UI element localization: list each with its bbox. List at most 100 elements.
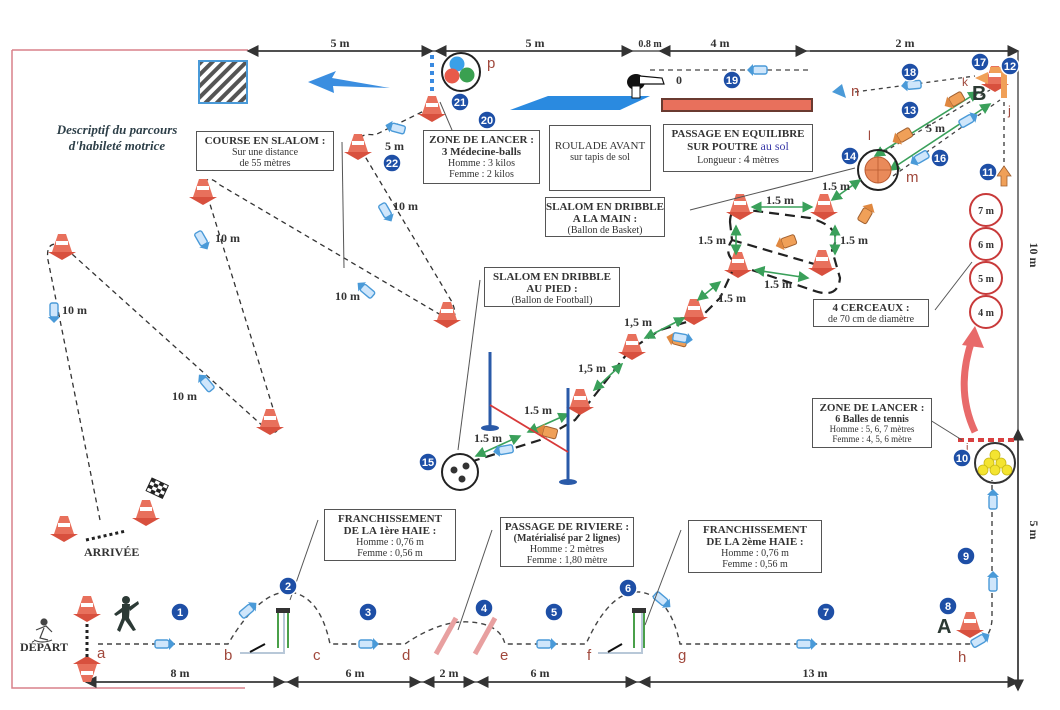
- callout-line: [689, 167, 856, 211]
- step-number: 13: [904, 105, 916, 117]
- finish-line: [85, 529, 127, 542]
- dim-top-4: 4 m: [711, 36, 730, 50]
- step-number: 22: [386, 158, 398, 170]
- box-haie-2: FRANCHISSEMENT DE LA 2ème HAIE : Homme :…: [688, 520, 822, 573]
- measure-arrow: [526, 412, 570, 434]
- hurdle-1-icon: [240, 608, 290, 654]
- cone-icon: [956, 612, 984, 638]
- direction-arrow-icon: [996, 165, 1012, 187]
- diagram-title: Descriptif du parcours d'habileté motric…: [22, 122, 212, 153]
- box-zone-lancer-medecine: ZONE DE LANCER : 3 Médecine-balls Homme …: [423, 130, 540, 184]
- throw-arrow-icon: [962, 326, 984, 348]
- pole-bar: [489, 404, 569, 453]
- point-o: 0: [676, 73, 682, 87]
- step-badge-7: 7: [816, 602, 836, 622]
- dribble-hand-path: [731, 238, 829, 270]
- measure-arrow: [830, 179, 862, 201]
- river-line: [433, 616, 459, 656]
- step-badge-1: 1: [170, 602, 190, 622]
- step-number: 6: [625, 583, 631, 595]
- balance-beam: [661, 98, 813, 112]
- measure-label: 1.5 m: [822, 179, 850, 193]
- step-badge-20: 20: [477, 110, 497, 130]
- gymnast-roll-icon: [627, 74, 665, 99]
- direction-arrow-icon: [536, 637, 558, 651]
- step-number: 4: [481, 603, 488, 615]
- exit-arrow-icon: [308, 71, 390, 93]
- cone-icon: [433, 302, 461, 328]
- field-border: [11, 50, 245, 689]
- gym-mat: [510, 96, 650, 110]
- box-riviere: PASSAGE DE RIVIERE : (Matérialisé par 2 …: [500, 517, 634, 567]
- cone-icon: [724, 252, 752, 278]
- main-path: [98, 480, 993, 645]
- callout-line: [341, 141, 345, 269]
- measure-arrow: [696, 280, 722, 302]
- step-number: 2: [285, 581, 291, 593]
- hoops: [969, 193, 1003, 329]
- direction-arrow-icon: [154, 637, 176, 651]
- step-number: 15: [422, 457, 434, 469]
- basketball-zone: [857, 149, 899, 191]
- dim-bottom-5: 13 m: [803, 666, 828, 680]
- cone-icon: [132, 500, 160, 526]
- box-haie-1: FRANCHISSEMENT DE LA 1ère HAIE : Homme :…: [324, 509, 456, 561]
- dim-bottom-4: 6 m: [531, 666, 550, 680]
- dim-top-2: 5 m: [526, 36, 545, 50]
- measure-label: 1,5 m: [624, 315, 652, 329]
- direction-arrow-icon: [986, 488, 1000, 510]
- step-number: 12: [1004, 61, 1016, 73]
- direction-arrow-icon: [193, 370, 218, 395]
- runner-icon: [114, 596, 139, 632]
- point-e: e: [500, 647, 508, 664]
- callout-line: [457, 529, 493, 631]
- step-badge-14: 14: [840, 146, 860, 166]
- step-badge-16: 16: [930, 148, 950, 168]
- step-number: 7: [823, 607, 829, 619]
- point-k: k: [962, 75, 969, 89]
- box-poutre: PASSAGE EN EQUILIBRE SUR POUTRE au sol L…: [663, 124, 813, 172]
- step-number: 20: [481, 115, 493, 127]
- title-line-1: Descriptif du parcours: [56, 122, 178, 137]
- measure-label: 1.5 m: [524, 403, 552, 417]
- dim-bottom-3: 2 m: [440, 666, 459, 680]
- measure-label: 1.5 m: [718, 291, 746, 305]
- step-number: 18: [904, 67, 916, 79]
- point-m: m: [906, 169, 919, 186]
- measure-label: 10 m: [62, 303, 87, 317]
- cone-icon: [418, 96, 446, 122]
- orange-arrow-icon: [772, 231, 799, 254]
- point-f: f: [587, 647, 592, 664]
- callout-line: [457, 279, 481, 451]
- step-badge-2: 2: [278, 576, 298, 596]
- step-badge-6: 6: [618, 578, 638, 598]
- direction-arrow-icon: [832, 84, 846, 98]
- cone-icon: [189, 179, 217, 205]
- measure-label: 1.5 m: [698, 233, 726, 247]
- point-g: g: [678, 647, 686, 664]
- step-badge-4: 4: [474, 598, 494, 618]
- dim-bottom-1: 8 m: [171, 666, 190, 680]
- direction-arrow-icon: [47, 302, 61, 324]
- point-n: n: [851, 83, 859, 100]
- direction-arrow-icon: [191, 228, 214, 254]
- step-badge-12: 12: [1000, 56, 1020, 76]
- point-j: j: [1007, 103, 1011, 118]
- callout-line: [439, 101, 453, 131]
- direction-arrow-icon: [746, 63, 768, 77]
- measure-label: 5 m: [926, 121, 945, 135]
- measure-label: 10 m: [393, 199, 418, 213]
- step-number: 3: [365, 607, 371, 619]
- point-a: a: [97, 645, 106, 662]
- pole-icon: [481, 352, 499, 431]
- step-number: 17: [974, 57, 986, 69]
- orange-arrow-icon: [854, 199, 879, 226]
- box-cerceaux: 4 CERCEAUX : de 70 cm de diamètre: [813, 299, 929, 327]
- measure-label: 1,5 m: [578, 361, 606, 375]
- football-zone: [441, 453, 479, 491]
- measure-arrow: [592, 362, 624, 392]
- cone-icon: [50, 516, 78, 542]
- direction-arrow-icon: [796, 637, 818, 651]
- tennis-balls-zone: [974, 442, 1016, 484]
- step-badge-13: 13: [900, 100, 920, 120]
